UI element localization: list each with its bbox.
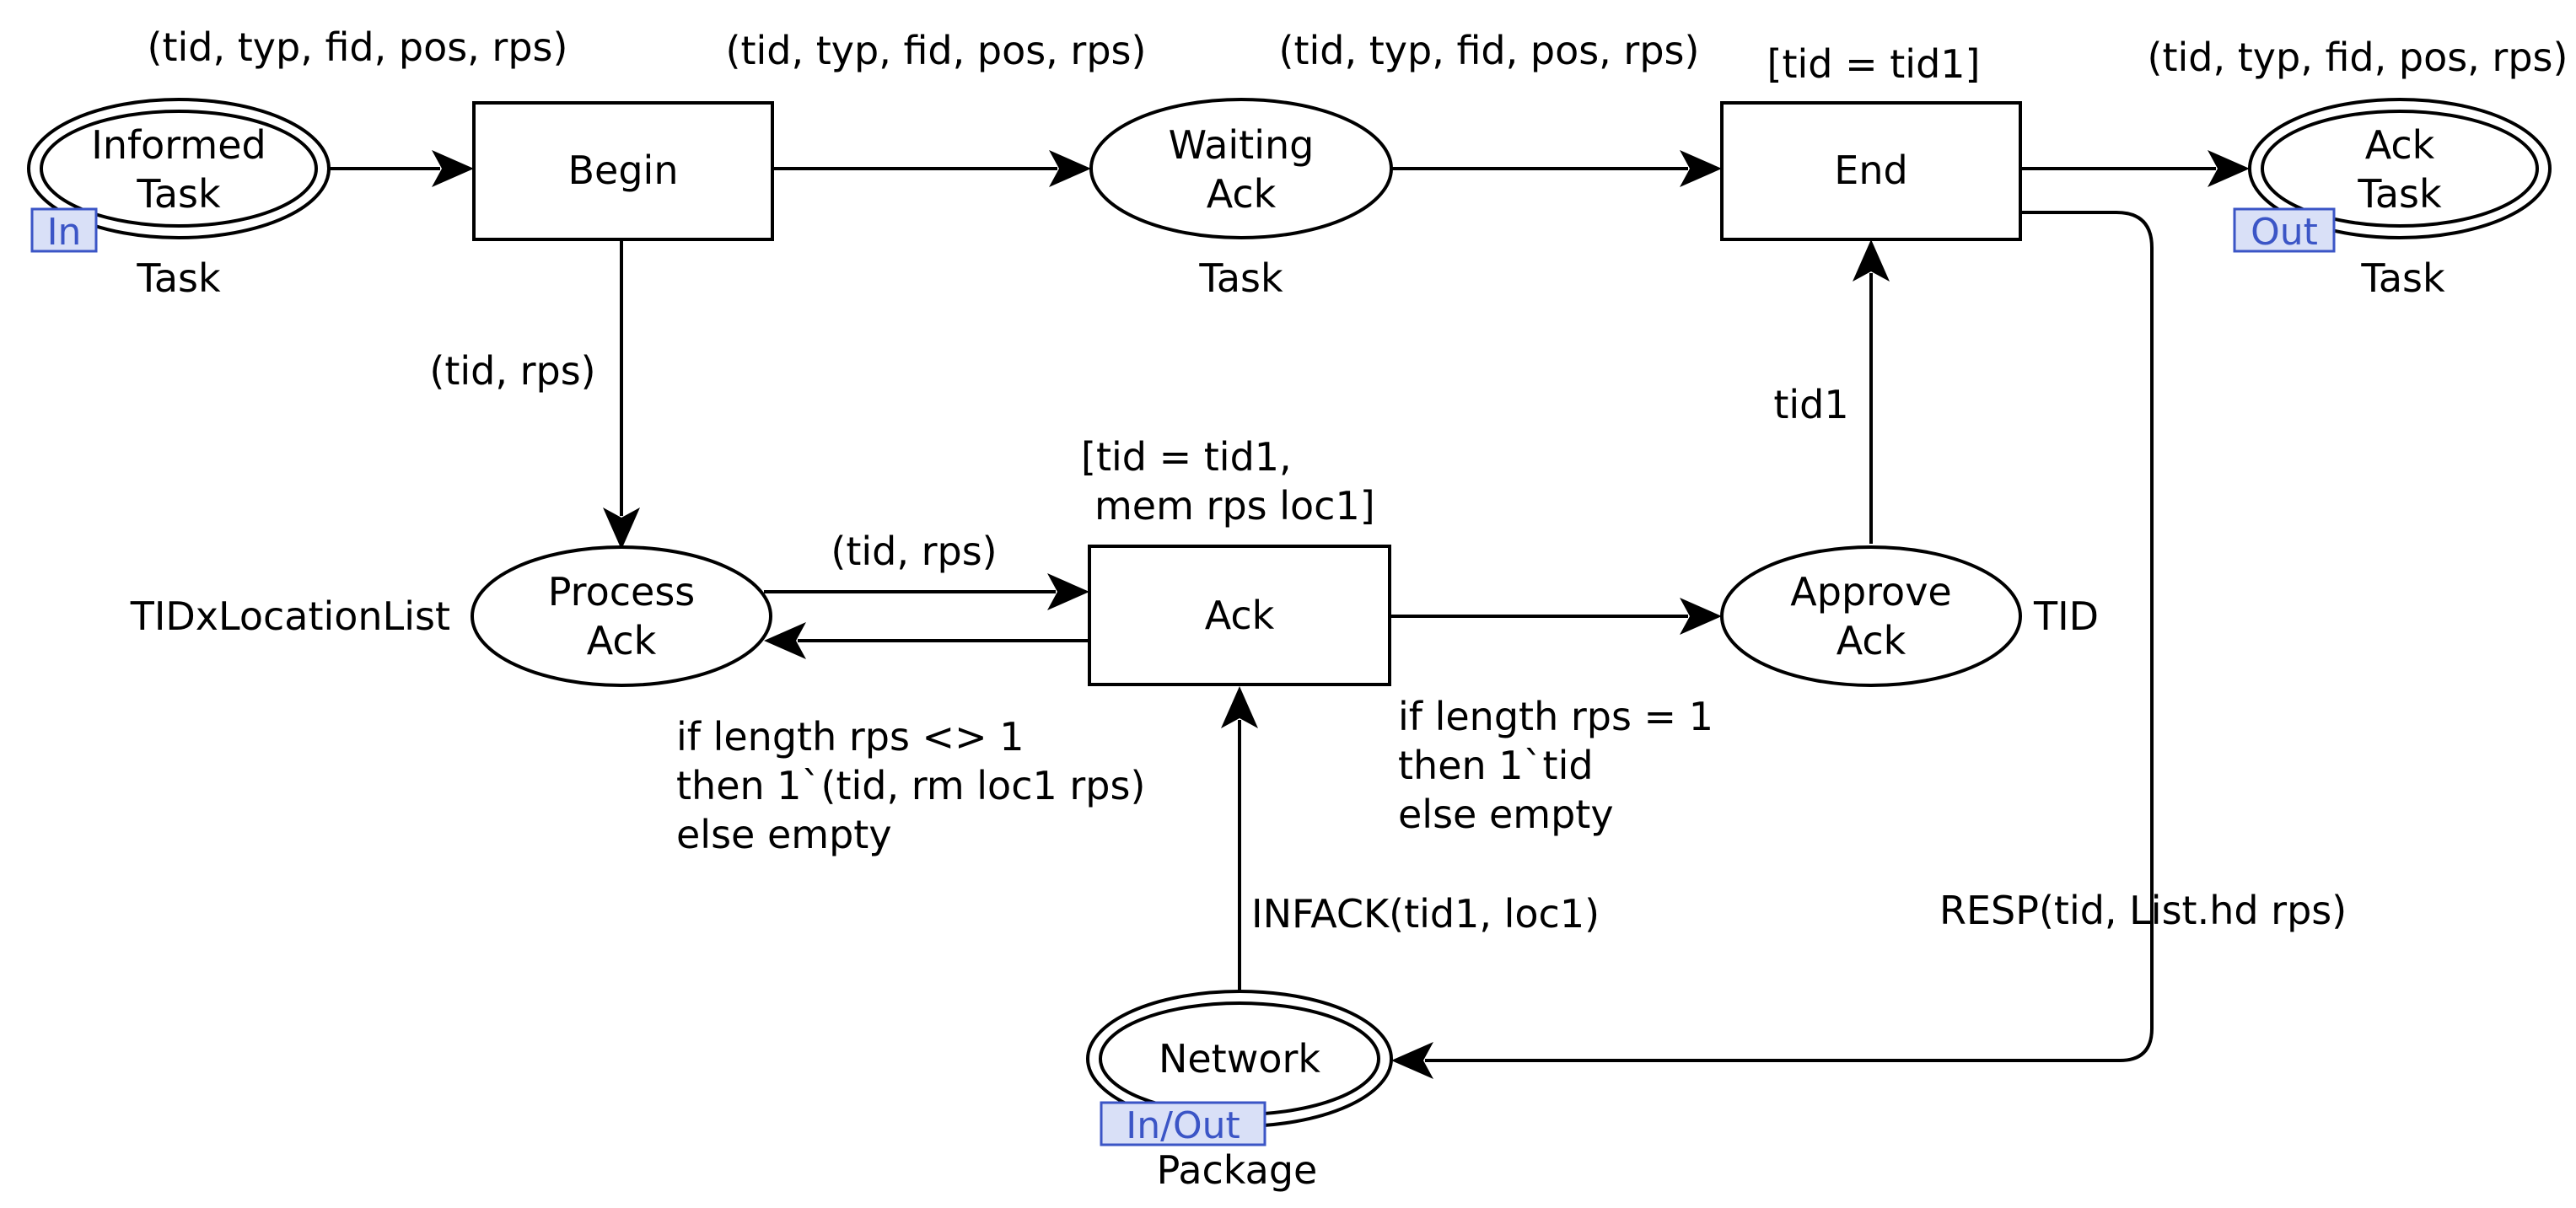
arc-begin-to-process xyxy=(603,239,640,550)
arc-informed-to-begin xyxy=(329,150,474,187)
port-tag-in: In xyxy=(30,207,98,254)
transition-end[interactable]: End xyxy=(1720,101,2022,241)
place-ack-task-line2: Task xyxy=(2357,171,2442,217)
transition-begin[interactable]: Begin xyxy=(472,101,774,241)
place-ack-task-line1: Ack xyxy=(2365,122,2435,168)
place-waiting-ack-line1: Waiting xyxy=(1169,122,1315,168)
inscription-ack-to-approve-line1: if length rps = 1 xyxy=(1398,694,1713,739)
port-tag-out-text: Out xyxy=(2251,211,2318,254)
colorset-waiting-ack: Task xyxy=(1198,255,1283,301)
place-informed-task-line1: Informed xyxy=(91,122,266,168)
transition-begin-label: Begin xyxy=(568,148,679,193)
place-process-ack-line1: Process xyxy=(548,569,696,615)
inscription-ack-to-process-line1: if length rps <> 1 xyxy=(676,714,1024,760)
arc-network-to-ack xyxy=(1221,686,1258,993)
arc-ack-to-process xyxy=(764,622,1089,659)
place-informed-task-line2: Task xyxy=(136,171,221,217)
port-tag-out: Out xyxy=(2233,207,2336,254)
inscription-end-to-acktask: (tid, typ, fid, pos, rps) xyxy=(2148,35,2568,80)
port-tag-inout: In/Out xyxy=(1100,1101,1266,1147)
place-process-ack[interactable]: Process Ack xyxy=(471,545,772,687)
arc-end-to-acktask xyxy=(2020,150,2250,187)
place-waiting-ack-line2: Ack xyxy=(1207,171,1277,217)
arc-end-to-network xyxy=(1391,211,2154,1079)
inscription-network-to-ack: INFACK(tid1, loc1) xyxy=(1251,891,1600,937)
place-approve-ack-line2: Ack xyxy=(1837,618,1906,663)
colorset-approve-ack: TID xyxy=(2033,593,2099,639)
inscription-end-to-network: RESP(tid, List.hd rps) xyxy=(1939,888,2347,933)
inscription-informed-to-begin: (tid, typ, fid, pos, rps) xyxy=(148,24,568,70)
inscription-ack-to-process-line3: else empty xyxy=(676,812,892,857)
inscription-ack-to-process-line2: then 1`(tid, rm loc1 rps) xyxy=(676,763,1145,808)
inscription-ack-to-approve-line3: else empty xyxy=(1398,792,1614,837)
guard-ack-line2: mem rps loc1] xyxy=(1094,483,1375,529)
port-tag-inout-text: In/Out xyxy=(1126,1104,1240,1147)
place-approve-ack[interactable]: Approve Ack xyxy=(1720,545,2022,687)
colorset-network: Package xyxy=(1157,1147,1318,1193)
inscription-waiting-to-end: (tid, typ, fid, pos, rps) xyxy=(1279,28,1700,73)
arc-approve-to-end xyxy=(1853,239,1890,544)
arc-begin-to-waiting xyxy=(772,150,1091,187)
place-network-label: Network xyxy=(1159,1036,1320,1082)
transition-end-label: End xyxy=(1834,148,1907,193)
guard-ack-line1: [tid = tid1, xyxy=(1081,434,1292,480)
arc-ack-to-approve xyxy=(1390,598,1722,635)
transition-ack-label: Ack xyxy=(1205,593,1275,638)
place-process-ack-line2: Ack xyxy=(587,618,657,663)
colorset-ack-task: Task xyxy=(2360,255,2445,301)
place-informed-task[interactable]: Informed Task xyxy=(27,98,331,239)
inscription-ack-to-approve-line2: then 1`tid xyxy=(1398,743,1594,788)
arc-process-to-ack xyxy=(764,573,1089,610)
guard-end: [tid = tid1] xyxy=(1767,41,1981,87)
place-waiting-ack[interactable]: Waiting Ack xyxy=(1089,98,1393,239)
inscription-approve-to-end: tid1 xyxy=(1773,382,1848,427)
inscription-process-to-ack: (tid, rps) xyxy=(831,529,997,574)
place-network[interactable]: Network xyxy=(1086,990,1393,1128)
colorset-informed-task: Task xyxy=(136,255,221,301)
place-approve-ack-line1: Approve xyxy=(1790,569,1951,615)
inscription-begin-to-waiting: (tid, typ, fid, pos, rps) xyxy=(726,28,1147,73)
arc-waiting-to-end xyxy=(1391,150,1722,187)
colorset-process-ack: TIDxLocationList xyxy=(130,593,450,639)
transition-ack[interactable]: Ack xyxy=(1088,545,1391,686)
port-tag-in-text: In xyxy=(47,211,82,254)
inscription-begin-to-process: (tid, rps) xyxy=(429,348,595,394)
place-ack-task[interactable]: Ack Task xyxy=(2248,98,2552,239)
